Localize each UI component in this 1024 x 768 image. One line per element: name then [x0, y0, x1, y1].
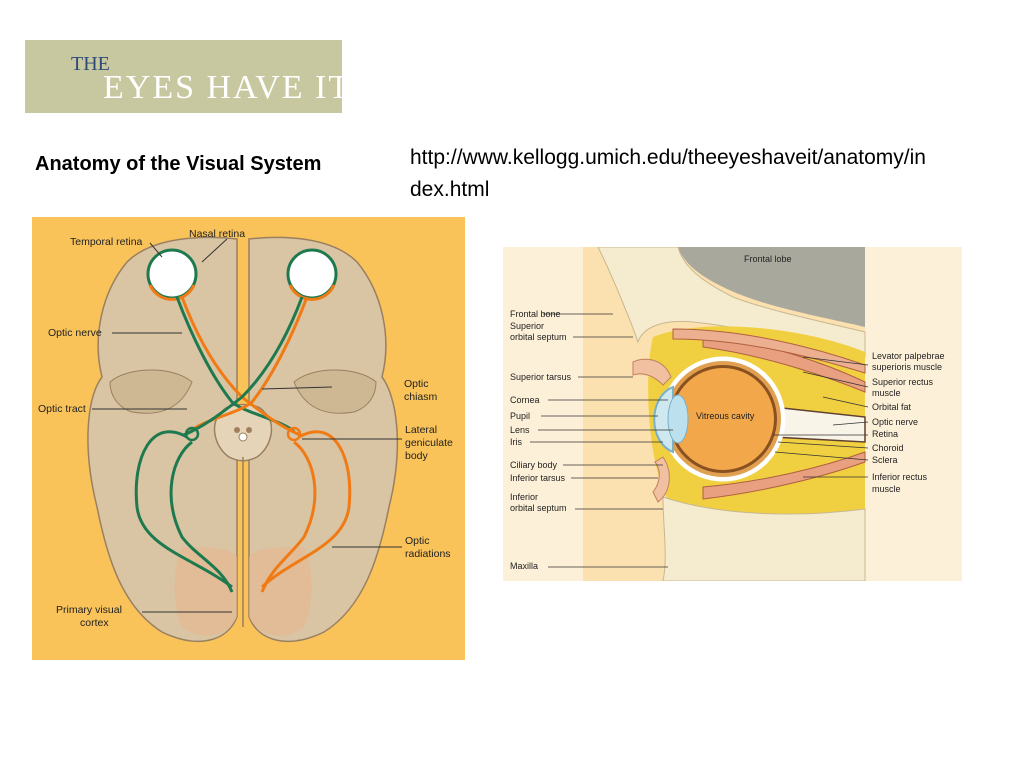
label-visual-cortex-2: cortex: [80, 617, 109, 629]
eye-leader-lines: [530, 313, 869, 568]
eye-label-inf-septum-2: orbital septum: [510, 503, 567, 513]
eye-label-vitreous: Vitreous cavity: [696, 411, 755, 421]
eye-label-sup-septum-1: Superior: [510, 321, 544, 331]
eye-label-frontal-lobe: Frontal lobe: [744, 254, 792, 264]
logo-the-text: THE: [71, 53, 110, 75]
label-lgb-3: body: [405, 450, 429, 462]
colliculus-left: [234, 427, 240, 433]
aqueduct: [238, 432, 248, 442]
eye-label-inf-tarsus: Inferior tarsus: [510, 473, 566, 483]
left-eye-nasal-arc: [148, 284, 196, 301]
right-occipital-cortex: [249, 547, 312, 636]
eye-label-pupil: Pupil: [510, 411, 530, 421]
eye-label-sup-rectus-1: Superior rectus: [872, 377, 934, 387]
label-radiations-1: Optic: [405, 535, 430, 547]
label-temporal-retina: Temporal retina: [70, 236, 143, 248]
label-radiations-2: radiations: [405, 548, 451, 560]
label-optic-nerve: Optic nerve: [48, 327, 102, 339]
label-visual-cortex-1: Primary visual: [56, 604, 122, 616]
levator-muscle: [672, 328, 866, 374]
vitreous-cavity: [672, 368, 774, 470]
inferior-rectus-muscle: [702, 451, 866, 500]
left-radiation-green-2: [169, 440, 234, 593]
maxilla-bone: [662, 496, 866, 581]
eye-label-iris: Iris: [510, 437, 522, 447]
label-lgb-2: geniculate: [405, 437, 453, 449]
right-lgn: [286, 426, 302, 442]
logo: THE EYES HAVE IT: [25, 40, 349, 113]
eye-label-sclera: Sclera: [872, 455, 898, 465]
eye-label-levator-2: superioris muscle: [872, 362, 942, 372]
logo-main-text: EYES HAVE IT: [103, 69, 352, 106]
left-temporal-lobe: [109, 369, 193, 414]
eye-label-frontal-bone: Frontal bone: [510, 309, 561, 319]
eye-label-levator-1: Levator palpebrae: [872, 351, 945, 361]
leader-lines: [92, 238, 402, 613]
eye-cross-section-diagram: Frontal lobe Frontal bone Superior orbit…: [503, 247, 962, 581]
visual-pathway-diagram: Temporal retina Nasal retina Optic nerve…: [32, 217, 465, 660]
page-title: Anatomy of the Visual System: [35, 153, 322, 175]
label-nasal-retina: Nasal retina: [189, 228, 245, 240]
label-optic-chiasm-2: chiasm: [404, 391, 438, 403]
eye-label-inf-rectus-2: muscle: [872, 484, 901, 494]
label-optic-chiasm-1: Optic: [404, 378, 429, 390]
cornea: [653, 385, 674, 454]
left-occipital-cortex: [174, 547, 237, 636]
label-optic-tract: Optic tract: [38, 403, 86, 415]
left-lgn: [184, 426, 200, 442]
eye-label-ciliary-body: Ciliary body: [510, 460, 558, 470]
left-radiation-green-1: [134, 430, 233, 589]
eye-label-inf-septum-1: Inferior: [510, 492, 538, 502]
eye-label-choroid: Choroid: [872, 443, 904, 453]
eye-label-inf-rectus-1: Inferior rectus: [872, 472, 928, 482]
eye-label-sup-septum-2: orbital septum: [510, 332, 567, 342]
right-radiation-orange-1: [260, 430, 352, 589]
eye-label-lens: Lens: [510, 425, 530, 435]
colliculus-right: [246, 427, 252, 433]
lens: [667, 394, 689, 444]
right-temporal-lobe: [293, 369, 377, 414]
right-nerve-green: [183, 296, 304, 437]
eye-label-sup-tarsus: Superior tarsus: [510, 372, 572, 382]
upper-eyelid: [632, 358, 672, 386]
eye-label-optic-nerve: Optic nerve: [872, 417, 918, 427]
lower-eyelid: [652, 456, 670, 503]
right-radiation-orange-2: [260, 440, 317, 593]
eye-label-orbital-fat: Orbital fat: [872, 402, 912, 412]
eye-label-retina: Retina: [872, 429, 898, 439]
label-lgb-1: Lateral: [405, 424, 437, 436]
eye-label-cornea: Cornea: [510, 395, 540, 405]
frontal-lobe: [678, 247, 865, 327]
source-url[interactable]: http://www.kellogg.umich.edu/theeyeshave…: [410, 146, 926, 201]
eye-label-sup-rectus-2: muscle: [872, 388, 901, 398]
right-eye-nasal-arc: [288, 284, 336, 301]
eye-label-maxilla: Maxilla: [510, 561, 538, 571]
